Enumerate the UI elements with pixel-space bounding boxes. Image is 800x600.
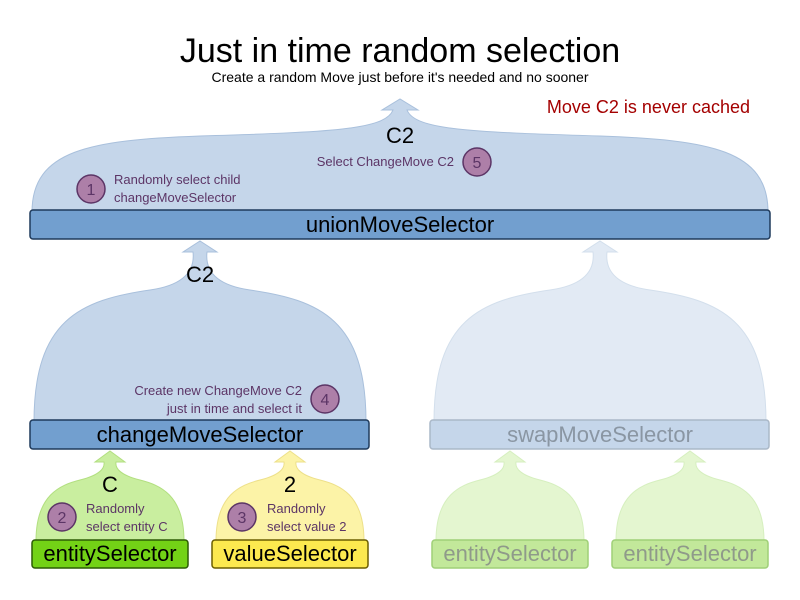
step-3: 3 Randomly select value 2 [227,501,347,534]
step-4-line-1: Create new ChangeMove C2 [134,383,302,398]
swap-entity-bell-1 [435,450,585,542]
step-2: 2 Randomly select entity C [47,501,168,534]
step-5-badge [462,147,492,177]
swap-bell [433,240,767,423]
step-1-number: 1 [87,182,96,199]
swap-move-selector-bar[interactable] [429,419,770,450]
swap-entity-selector-bar-2[interactable] [611,539,769,569]
swap-entity-selector-bar-1[interactable] [431,539,589,569]
entity-selector-label: entitySelector [43,541,176,566]
value-move-label: 2 [284,472,296,497]
swap-entity-selector-label-1: entitySelector [443,541,576,566]
step-4-number: 4 [321,392,330,409]
step-3-badge [227,502,257,532]
step-4: Create new ChangeMove C2 just in time an… [134,383,340,416]
step-2-line-1: Randomly [86,501,145,516]
change-bell [33,240,367,423]
step-3-line-1: Randomly [267,501,326,516]
step-1-line-2: changeMoveSelector [114,190,237,205]
value-selector-bar[interactable] [211,539,369,569]
page-subtitle: Create a random Move just before it's ne… [211,69,588,85]
step-4-badge [310,384,340,414]
step-5-number: 5 [473,155,482,172]
change-move-selector-label: changeMoveSelector [97,422,304,447]
step-1: 1 Randomly select child changeMoveSelect… [76,172,240,205]
page-title: Just in time random selection [180,32,620,70]
step-1-line-1: Randomly select child [114,172,240,187]
union-move-label: C2 [386,123,414,148]
value-selector-label: valueSelector [223,541,356,566]
step-2-badge [47,502,77,532]
union-move-selector-label: unionMoveSelector [306,212,494,237]
change-move-label: C2 [186,262,214,287]
entity-selector-bar[interactable] [31,539,189,569]
swap-entity-selector-label-2: entitySelector [623,541,756,566]
step-4-line-2: just in time and select it [166,401,303,416]
entity-move-label: C [102,472,118,497]
step-1-badge [76,174,106,204]
step-2-number: 2 [58,510,67,527]
step-5: Select ChangeMove C2 5 [317,147,492,177]
union-move-selector-bar[interactable] [29,209,771,240]
swap-entity-bell-2 [615,450,765,542]
step-2-line-2: select entity C [86,519,168,534]
change-move-selector-bar[interactable] [29,419,370,450]
union-bell [31,98,769,213]
swap-move-selector-label: swapMoveSelector [507,422,693,447]
step-5-line-1: Select ChangeMove C2 [317,154,454,169]
cache-note: Move C2 is never cached [547,97,750,117]
step-3-number: 3 [238,510,247,527]
step-3-line-2: select value 2 [267,519,347,534]
